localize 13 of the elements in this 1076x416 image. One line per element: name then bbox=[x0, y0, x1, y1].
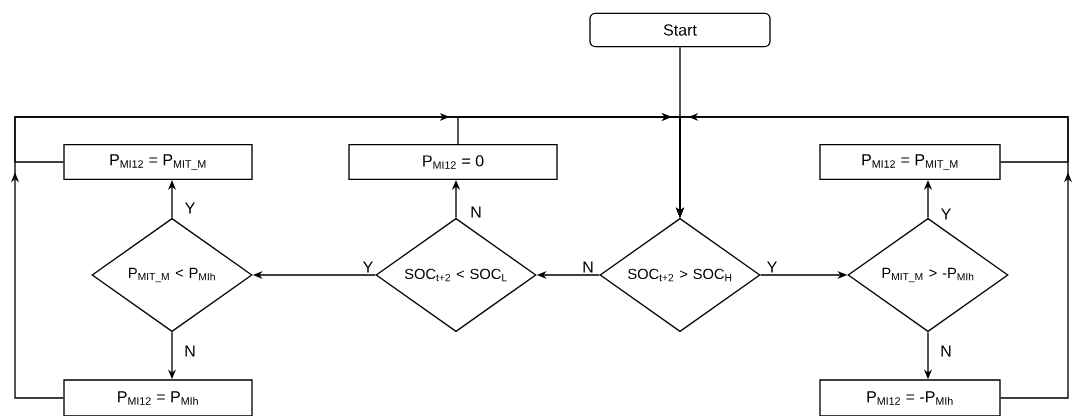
edge-label: Y bbox=[183, 201, 197, 215]
edge-label: N bbox=[468, 205, 484, 219]
edge-label: Y bbox=[765, 260, 779, 274]
process-box: P$_{MI12}$ = 0 bbox=[348, 144, 558, 180]
edge-label: N bbox=[182, 344, 198, 358]
process-box: P$_{MI12}$ = P$_{MIT_M}$ bbox=[63, 144, 253, 180]
process-box: P$_{MI12}$ = P$_{MIh}$ bbox=[63, 379, 253, 416]
edge-label: N bbox=[938, 344, 954, 358]
edge-label: Y bbox=[361, 260, 375, 274]
process-box: P$_{MI12}$ = -P$_{MIh}$ bbox=[819, 379, 1001, 416]
process-box: P$_{MI12}$ = P$_{MIT_M}$ bbox=[819, 144, 1001, 180]
start-box: Start bbox=[589, 12, 771, 48]
edge-label: N bbox=[580, 260, 596, 274]
